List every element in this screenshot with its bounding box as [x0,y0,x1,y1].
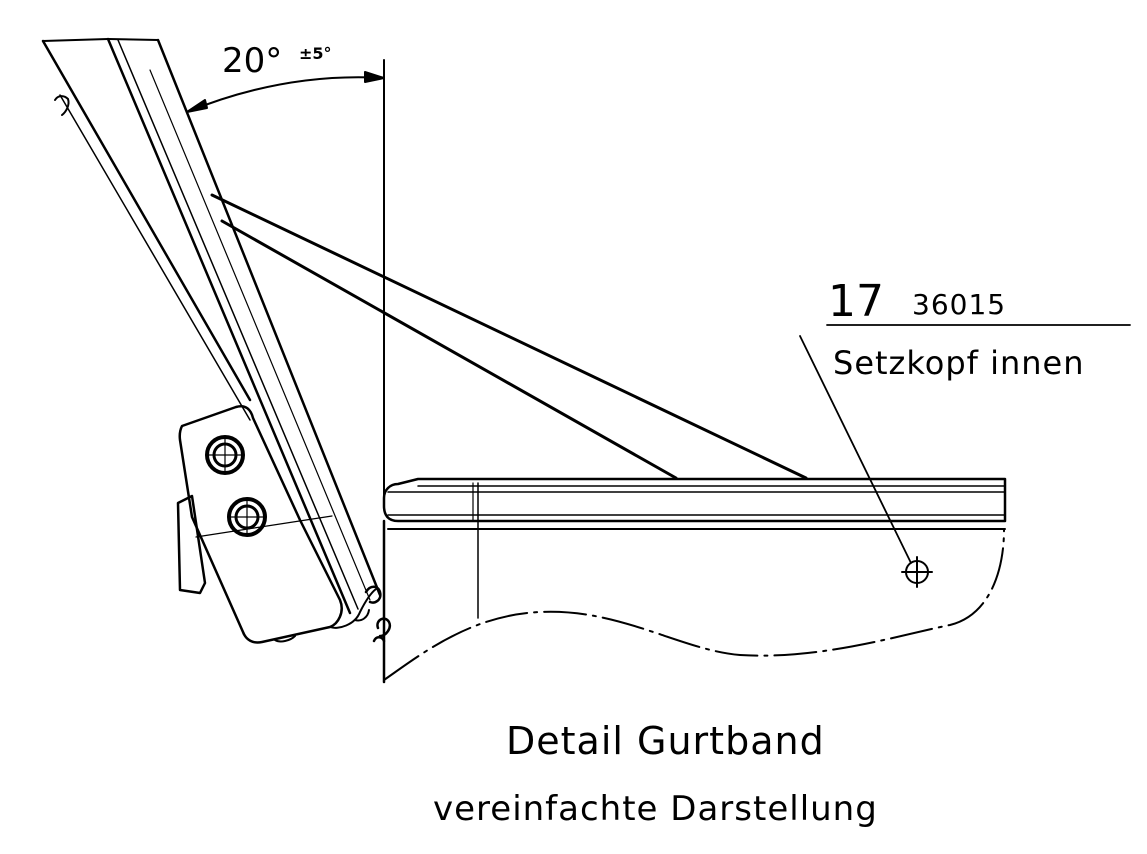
belt-straps [210,193,808,480]
caption-title: Detail Gurtband [506,719,825,763]
callout-leader [799,324,1131,564]
part-number: 36015 [912,288,1007,321]
item-number: 17 [828,276,884,327]
rivet-symbol [901,556,933,588]
horizontal-profile [382,477,1007,684]
bolt-upper [205,435,245,475]
bracket [176,405,377,644]
angle-value: 20° [222,41,283,81]
angle-dimension [186,71,385,113]
caption-subtitle: vereinfachte Darstellung [433,789,878,829]
tilted-profile [41,37,382,615]
callout-note: Setzkopf innen [833,344,1085,382]
bolt-lower [227,497,267,537]
angle-tolerance: ±5° [299,44,332,63]
